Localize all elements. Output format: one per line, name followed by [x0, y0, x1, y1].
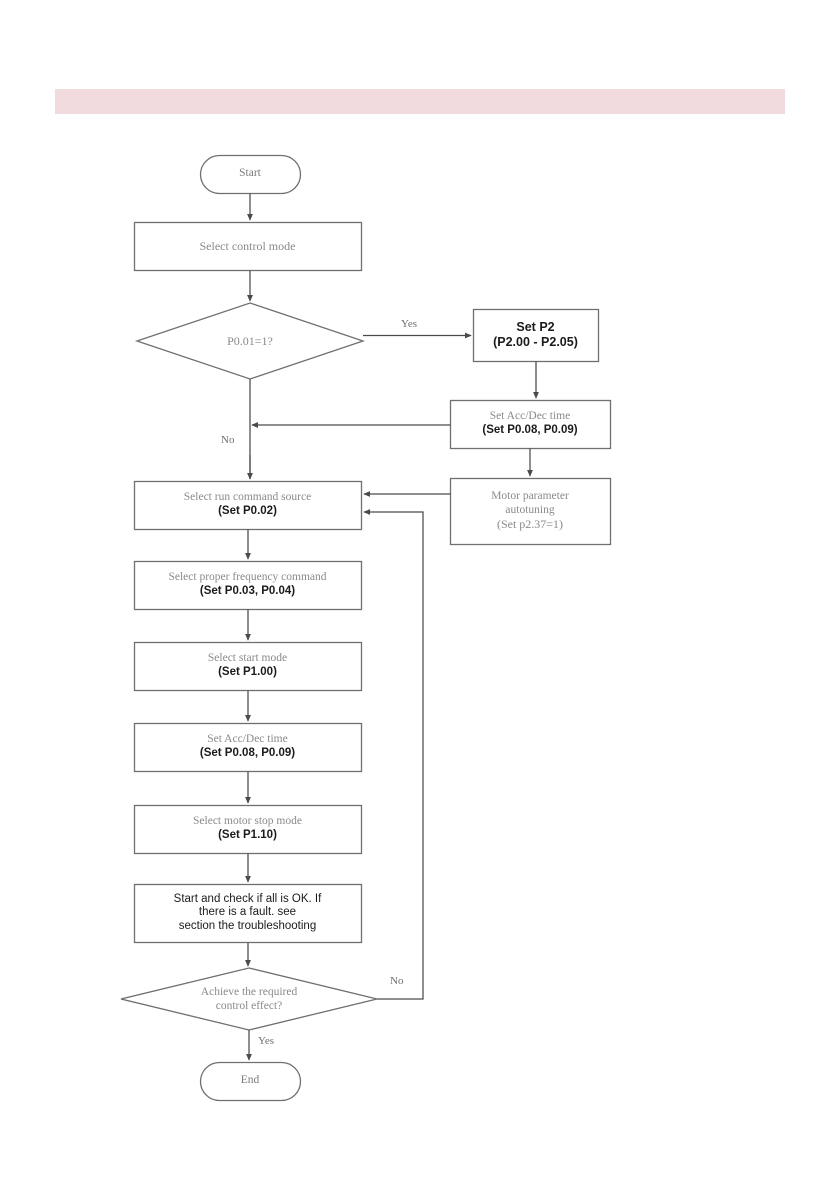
node-decision-achieve-shape: [120, 967, 378, 1031]
header-banner: [55, 89, 785, 114]
edge-achieve-no-feedback-loop: [363, 509, 424, 1000]
edge-label-yes-bottom: Yes: [258, 1035, 275, 1047]
node-set-acc-dec-upper-shape: [449, 399, 612, 450]
node-select-start-mode-shape: [133, 641, 363, 692]
edge-label-yes-top: Yes: [401, 318, 418, 330]
edge-label-no-bottom: No: [390, 975, 404, 987]
node-select-stop-mode-shape: [133, 804, 363, 855]
node-end-shape: [199, 1061, 302, 1102]
node-select-frequency-shape: [133, 560, 363, 611]
node-decision-p001-shape: [134, 302, 366, 380]
node-motor-autotuning-shape: [449, 477, 612, 546]
node-select-run-command-shape: [133, 480, 363, 531]
node-start-and-check-shape: [133, 883, 363, 944]
node-set-p2-shape: [472, 308, 600, 363]
node-start-shape: [199, 154, 302, 195]
node-select-control-mode-shape: [133, 221, 363, 272]
node-set-acc-dec-lower-shape: [133, 722, 363, 773]
edge-label-no-left: No: [221, 434, 235, 446]
